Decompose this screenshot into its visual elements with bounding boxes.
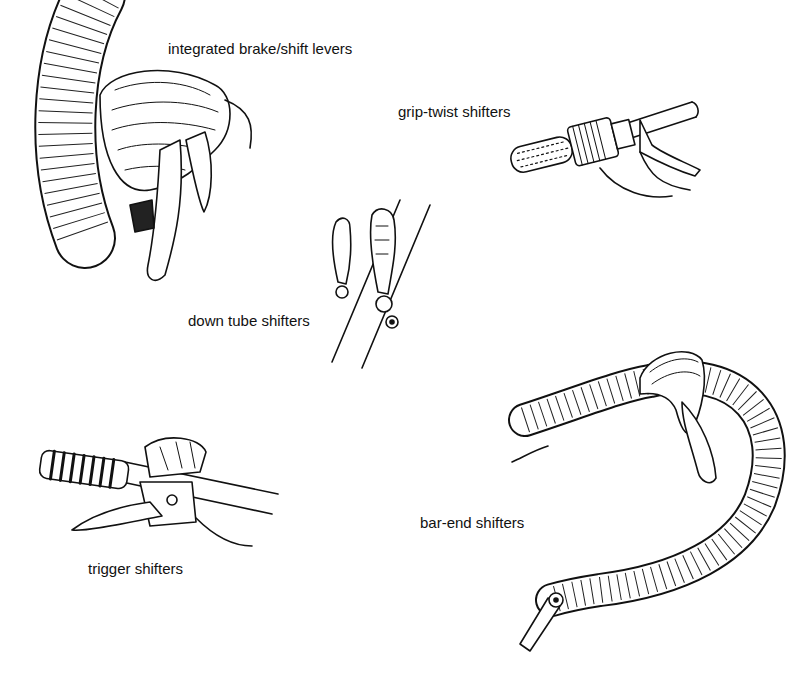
part-label: bar-end shifters <box>420 514 524 531</box>
bar-end-drawing-part <box>525 377 769 600</box>
bar-end-drawing-part <box>525 377 769 600</box>
down-tube-drawing-part <box>370 209 395 294</box>
grip-twist-drawing-part <box>516 141 570 167</box>
down-tube-drawing-part <box>386 316 398 328</box>
integrated-lever-drawing-part <box>65 0 95 238</box>
integrated-lever-drawing-part <box>65 0 95 238</box>
part-label: grip-twist shifters <box>398 103 511 120</box>
trigger-drawing-part <box>39 450 130 490</box>
down-tube-drawing-part <box>375 226 389 254</box>
integrated-lever-drawing-part <box>130 200 154 232</box>
grip-twist-drawing-part <box>573 120 606 165</box>
down-tube-drawing-part <box>390 320 394 324</box>
down-tube-drawing <box>332 200 430 368</box>
trigger-drawing-part <box>196 518 252 546</box>
integrated-lever-drawing-part <box>225 100 251 148</box>
grip-twist-drawing <box>507 102 700 197</box>
trigger-drawing-part <box>50 451 113 487</box>
trigger-drawing-part <box>39 450 130 490</box>
trigger-drawing-part <box>160 442 195 470</box>
grip-twist-drawing-part <box>507 113 637 182</box>
down-tube-drawing-part <box>376 296 392 312</box>
integrated-lever-drawing-part <box>186 132 211 212</box>
bar-end-drawing-part <box>650 359 700 384</box>
bar-end-drawing-part <box>512 446 548 462</box>
part-label: integrated brake/shift levers <box>168 40 352 57</box>
trigger-drawing <box>39 438 278 546</box>
down-tube-drawing-part <box>332 200 430 368</box>
grip-twist-drawing-part <box>692 102 698 117</box>
integrated-lever-drawing-part <box>65 0 95 238</box>
bar-end-drawing <box>512 352 769 651</box>
bar-end-drawing-part <box>525 377 769 600</box>
bar-end-drawing-part <box>682 402 716 483</box>
part-label: trigger shifters <box>88 560 183 577</box>
bar-end-drawing-part <box>549 593 563 607</box>
grip-twist-drawing-part <box>600 152 690 197</box>
down-tube-drawing-part <box>336 286 348 298</box>
trigger-drawing-part <box>145 438 206 477</box>
trigger-drawing-part <box>72 502 162 530</box>
down-tube-drawing-part <box>333 218 351 284</box>
grip-twist-drawing-part <box>508 134 574 174</box>
trigger-drawing-part <box>167 495 177 505</box>
part-label: down tube shifters <box>188 312 310 329</box>
bar-end-drawing-part <box>554 598 558 602</box>
grip-twist-drawing-part <box>611 119 635 149</box>
